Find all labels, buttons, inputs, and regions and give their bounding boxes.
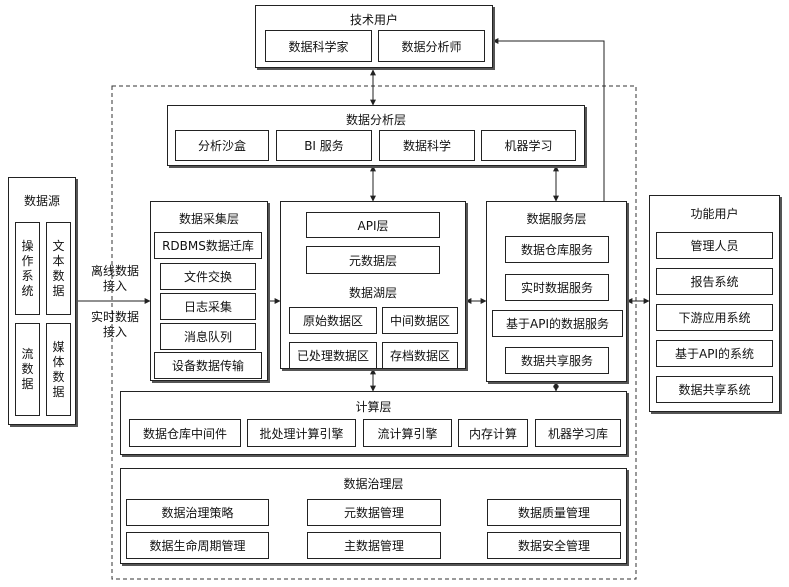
bi-service: BI 服务: [276, 130, 372, 161]
governance-layer-title: 数据治理层: [343, 477, 404, 491]
raw-data-zone: 原始数据区: [289, 307, 377, 334]
message-queue: 消息队列: [160, 323, 256, 350]
governance-policy: 数据治理策略: [126, 499, 269, 526]
intermediate-data-zone: 中间数据区: [382, 307, 458, 334]
report-system: 报告系统: [656, 268, 773, 295]
data-science: 数据科学: [379, 130, 475, 161]
log-collection: 日志采集: [160, 293, 256, 320]
compute-layer-panel: 计算层 数据仓库中间件 批处理计算引擎 流计算引擎 内存计算 机器学习库: [120, 391, 627, 455]
analysis-layer-panel: 数据分析层 分析沙盒 BI 服务 数据科学 机器学习: [167, 105, 585, 166]
ml-library: 机器学习库: [535, 419, 621, 447]
data-sharing-system: 数据共享系统: [656, 376, 773, 403]
source-text: 文本数据: [46, 222, 71, 315]
api-based-system: 基于API的系统: [656, 340, 773, 367]
master-data-management: 主数据管理: [307, 532, 441, 559]
managers: 管理人员: [656, 232, 773, 259]
tech-users-panel: 技术用户 数据科学家 数据分析师: [255, 5, 493, 68]
api-layer: API层: [306, 212, 440, 238]
source-stream: 流数据: [15, 323, 40, 416]
lifecycle-management: 数据生命周期管理: [126, 532, 269, 559]
service-layer-panel: 数据服务层 数据仓库服务 实时数据服务 基于API的数据服务 数据共享服务: [486, 201, 627, 382]
stream-compute-engine: 流计算引擎: [363, 419, 452, 447]
data-sources-title: 数据源: [23, 194, 60, 208]
metadata-management: 元数据管理: [307, 499, 441, 526]
source-os: 操作系统: [15, 222, 40, 315]
collection-layer-panel: 数据采集层 RDBMS数据迁库 文件交换 日志采集 消息队列 设备数据传输: [150, 201, 268, 381]
source-media: 媒体数据: [46, 323, 71, 416]
func-users-panel: 功能用户 管理人员 报告系统 下游应用系统 基于API的系统 数据共享系统: [649, 195, 780, 412]
data-analyst: 数据分析师: [378, 30, 485, 62]
data-lake-title: 数据湖层: [348, 286, 397, 300]
downstream-app-system: 下游应用系统: [656, 304, 773, 331]
data-lake-panel: API层 元数据层 数据湖层 原始数据区 中间数据区 已处理数据区 存档数据区: [280, 201, 466, 369]
service-layer-title: 数据服务层: [526, 212, 587, 226]
collection-layer-title: 数据采集层: [178, 212, 239, 226]
governance-layer-panel: 数据治理层 数据治理策略 元数据管理 数据质量管理 数据生命周期管理 主数据管理…: [120, 468, 627, 564]
batch-compute-engine: 批处理计算引擎: [247, 419, 356, 447]
data-scientist: 数据科学家: [265, 30, 372, 62]
func-users-title: 功能用户: [690, 207, 739, 221]
rdbms-migration: RDBMS数据迁库: [154, 232, 262, 259]
api-data-service: 基于API的数据服务: [492, 310, 623, 337]
archive-data-zone: 存档数据区: [382, 342, 458, 369]
machine-learning: 机器学习: [481, 130, 576, 161]
realtime-data-service: 实时数据服务: [505, 274, 609, 301]
tech-users-title: 技术用户: [349, 13, 398, 27]
device-data-transfer: 设备数据传输: [154, 352, 262, 379]
file-exchange: 文件交换: [160, 263, 256, 290]
data-quality-management: 数据质量管理: [487, 499, 621, 526]
offline-ingest-label: 离线数据接入: [90, 264, 139, 293]
analysis-layer-title: 数据分析层: [345, 113, 406, 127]
analysis-sandbox: 分析沙盒: [175, 130, 269, 161]
data-sources-panel: 数据源 操作系统 文本数据 流数据 媒体数据: [8, 177, 76, 425]
metadata-layer: 元数据层: [306, 246, 440, 274]
warehouse-service: 数据仓库服务: [505, 236, 609, 263]
data-security-management: 数据安全管理: [487, 532, 621, 559]
processed-data-zone: 已处理数据区: [289, 342, 377, 369]
realtime-ingest-label: 实时数据接入: [90, 310, 139, 339]
warehouse-middleware: 数据仓库中间件: [129, 419, 241, 447]
data-sharing-service: 数据共享服务: [505, 347, 609, 374]
compute-layer-title: 计算层: [355, 400, 392, 414]
in-memory-compute: 内存计算: [458, 419, 528, 447]
